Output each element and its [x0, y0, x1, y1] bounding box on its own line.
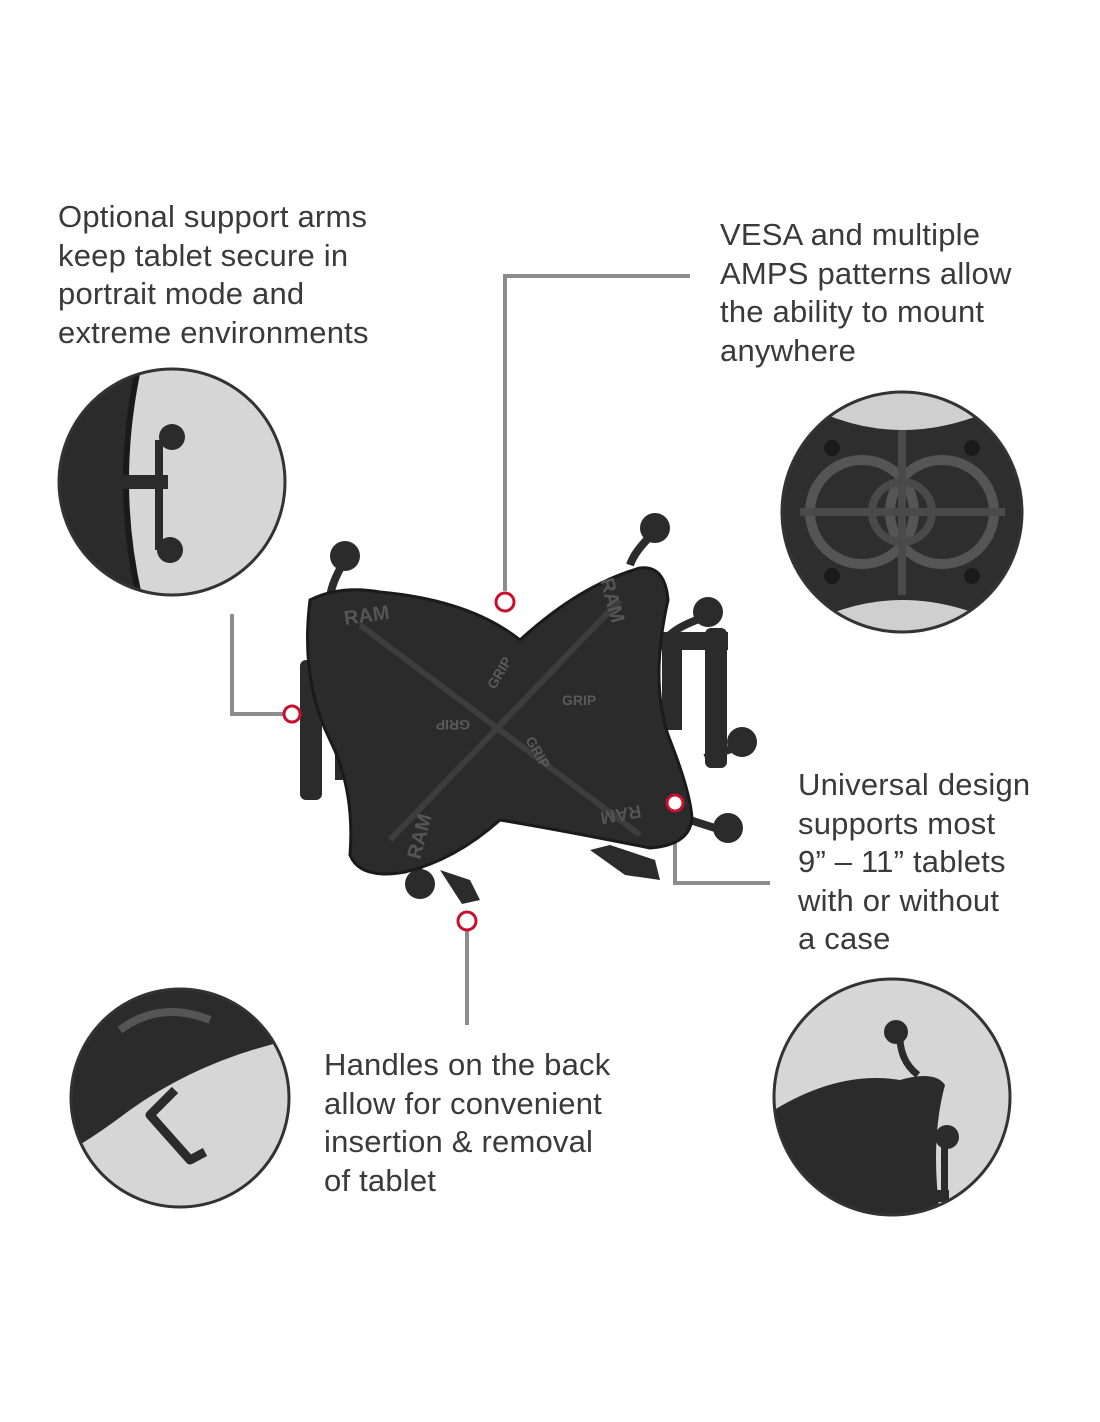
callout-universal-design: Universal design supports most 9” – 11” …	[798, 766, 1030, 959]
grip-mark-left: GRIP	[436, 717, 470, 733]
callout-line: Handles on the back	[324, 1047, 611, 1082]
callout-line: Optional support arms	[58, 199, 368, 234]
markers	[282, 591, 685, 932]
callout-line: a case	[798, 921, 891, 956]
callout-support-arms: Optional support arms keep tablet secure…	[58, 198, 369, 352]
callout-line: VESA and multiple	[720, 217, 981, 252]
callout-line: anywhere	[720, 332, 857, 368]
callout-handles: Handles on the back allow for convenient…	[324, 1046, 610, 1200]
inset-support-arms	[57, 367, 287, 597]
marker-icon-handles	[456, 910, 478, 932]
inset-vesa-pattern	[780, 390, 1024, 634]
callout-line: Universal design	[798, 767, 1031, 802]
callout-line: the ability to mount	[720, 294, 985, 329]
marker-icon-vesa	[494, 591, 516, 613]
callout-line: 9” – 11” tablets	[798, 844, 1006, 879]
callout-line: with or without	[798, 882, 1000, 918]
callout-line: keep tablet secure in	[58, 237, 349, 273]
marker-icon-universal	[665, 793, 685, 813]
callout-line: of tablet	[324, 1162, 437, 1198]
inset-handles	[69, 987, 291, 1209]
leader-line-support-arms	[230, 614, 283, 716]
callout-line: extreme environments	[58, 314, 369, 350]
callout-line: allow for convenient	[324, 1085, 602, 1121]
leader-line-vesa	[503, 274, 690, 591]
grip-mark-right: GRIP	[562, 692, 596, 708]
tablet-holder: RAM RAM RAM RAM GRIP GRIP GRIP GRIP	[300, 513, 757, 904]
callout-vesa: VESA and multiple AMPS patterns allow th…	[720, 216, 1012, 370]
callout-line: insertion & removal	[324, 1124, 594, 1159]
inset-universal-design	[772, 977, 1012, 1217]
callout-line: supports most	[798, 805, 996, 841]
marker-icon-support-arms	[282, 704, 302, 724]
callout-line: AMPS patterns allow	[720, 255, 1012, 291]
callout-line: portrait mode and	[58, 276, 305, 311]
